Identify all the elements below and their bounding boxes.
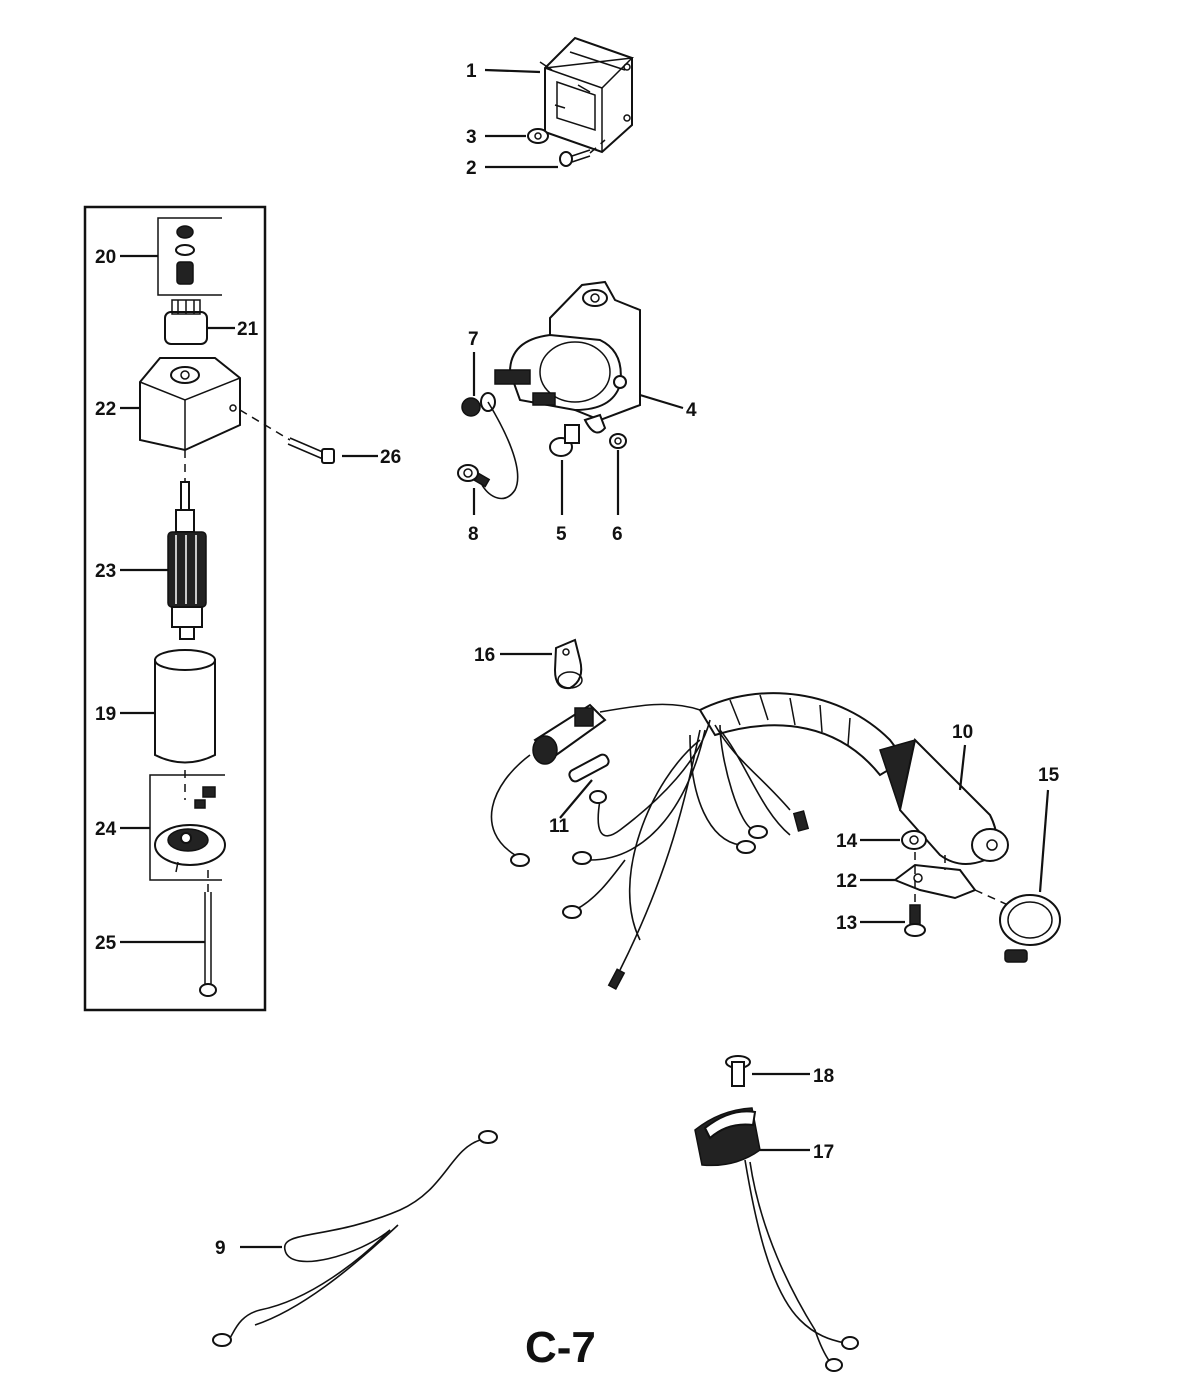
long-screw-part: 25 [95, 870, 217, 997]
starter-motor-frame [83, 205, 267, 1012]
callout-7: 7 [468, 329, 479, 350]
strap-nut-part [901, 830, 927, 850]
callout-20: 20 [95, 247, 116, 268]
callout-9: 9 [215, 1238, 226, 1259]
pinion-drive-part: 21 [164, 299, 259, 345]
switch-body-part [694, 1107, 761, 1167]
fuse-part [559, 753, 610, 819]
brush-plate-group: 24 [95, 770, 226, 881]
harness-plug-part [879, 737, 1009, 865]
starter-motor-group: 20 21 22 [83, 205, 401, 1012]
pinion-hardware-set: 20 [95, 217, 222, 296]
leader-10 [958, 744, 967, 791]
callout-5: 5 [556, 524, 567, 545]
motor-housing-part: 19 [95, 649, 216, 764]
clamp-strap-part [892, 863, 977, 900]
fuse-holder-part [532, 703, 607, 765]
harness-clip-part [553, 638, 583, 690]
solenoid-small-nut-part [609, 433, 627, 449]
solenoid-group: 7 4 5 6 8 [457, 280, 697, 545]
callout-11: 11 [549, 816, 570, 837]
solenoid-bolt-part [549, 424, 580, 457]
through-bolt-part: 26 [239, 409, 401, 468]
callout-17: 17 [813, 1142, 834, 1163]
page-code: C-7 [525, 1323, 596, 1372]
ground-lead-part [457, 401, 519, 500]
switch-group: 18 17 [694, 1055, 859, 1372]
callout-18: 18 [813, 1066, 834, 1087]
callout-25: 25 [95, 933, 117, 954]
battery-cable-group: 9 [212, 1130, 498, 1347]
hose-clamp-part [999, 894, 1061, 963]
callout-26: 26 [380, 447, 401, 468]
leader-11 [559, 779, 593, 819]
solenoid-part [494, 280, 641, 434]
callout-21: 21 [237, 319, 259, 340]
wiring-harness-group: 16 10 11 [474, 638, 1061, 990]
mounting-bracket-group: 1 3 2 [466, 36, 635, 179]
callout-19: 19 [95, 704, 116, 725]
callout-22: 22 [95, 399, 116, 420]
callout-16: 16 [474, 645, 495, 666]
callout-8: 8 [468, 524, 479, 545]
callout-2: 2 [466, 158, 477, 179]
strap-screw-part [904, 904, 926, 937]
callout-15: 15 [1038, 765, 1060, 786]
callout-1: 1 [466, 61, 477, 82]
screw-part [559, 139, 606, 167]
leader-4 [639, 393, 684, 410]
callout-12: 12 [836, 871, 857, 892]
mounting-bracket-part [539, 36, 635, 154]
leader-1 [484, 68, 541, 74]
nut-part [527, 128, 549, 144]
drive-end-cap-part: 22 [95, 357, 241, 452]
switch-screw-part [725, 1055, 751, 1087]
callout-4: 4 [686, 400, 697, 421]
callout-6: 6 [612, 524, 623, 545]
callout-10: 10 [952, 722, 973, 743]
armature-part: 23 [95, 481, 207, 640]
callout-24: 24 [95, 819, 117, 840]
callout-3: 3 [466, 127, 477, 148]
leader-15 [1038, 789, 1050, 893]
callout-14: 14 [836, 831, 858, 852]
callout-23: 23 [95, 561, 116, 582]
callout-13: 13 [836, 913, 857, 934]
